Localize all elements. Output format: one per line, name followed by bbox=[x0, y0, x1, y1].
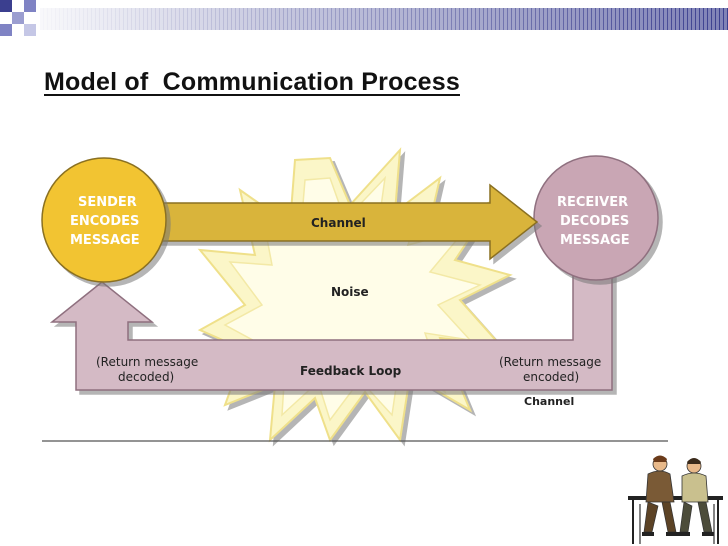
sender-circle bbox=[41, 157, 167, 283]
sender-line: ENCODES bbox=[70, 214, 139, 229]
return-decoded-line: (Return message bbox=[96, 355, 198, 369]
return-decoded-line: decoded) bbox=[118, 370, 174, 384]
channel-label: Channel bbox=[311, 216, 366, 230]
checker-square bbox=[24, 24, 36, 36]
channel-arrow bbox=[149, 183, 539, 261]
receiver-line: DECODES bbox=[560, 214, 629, 229]
receiver-circle bbox=[533, 155, 659, 281]
sender-line: SENDER bbox=[78, 195, 137, 210]
feedback-loop-label: Feedback Loop bbox=[300, 364, 402, 378]
conversation-clipart-icon bbox=[628, 455, 723, 544]
noise-label: Noise bbox=[331, 285, 369, 299]
receiver-line: MESSAGE bbox=[560, 233, 630, 248]
receiver-line: RECEIVER bbox=[557, 195, 628, 210]
channel-bottom-label: Channel bbox=[524, 395, 574, 408]
header-bar-stripes bbox=[40, 8, 728, 30]
return-encoded-line: encoded) bbox=[523, 370, 579, 384]
checker-square bbox=[0, 0, 12, 12]
feedback-loop bbox=[49, 254, 613, 391]
checker-square bbox=[24, 0, 36, 12]
sender-line: MESSAGE bbox=[70, 233, 140, 248]
return-encoded-line: (Return message bbox=[499, 355, 601, 369]
checker-square bbox=[0, 24, 12, 36]
checker-square bbox=[12, 12, 24, 24]
page-title: Model of Communication Process bbox=[44, 68, 460, 96]
header-decoration bbox=[0, 0, 728, 36]
